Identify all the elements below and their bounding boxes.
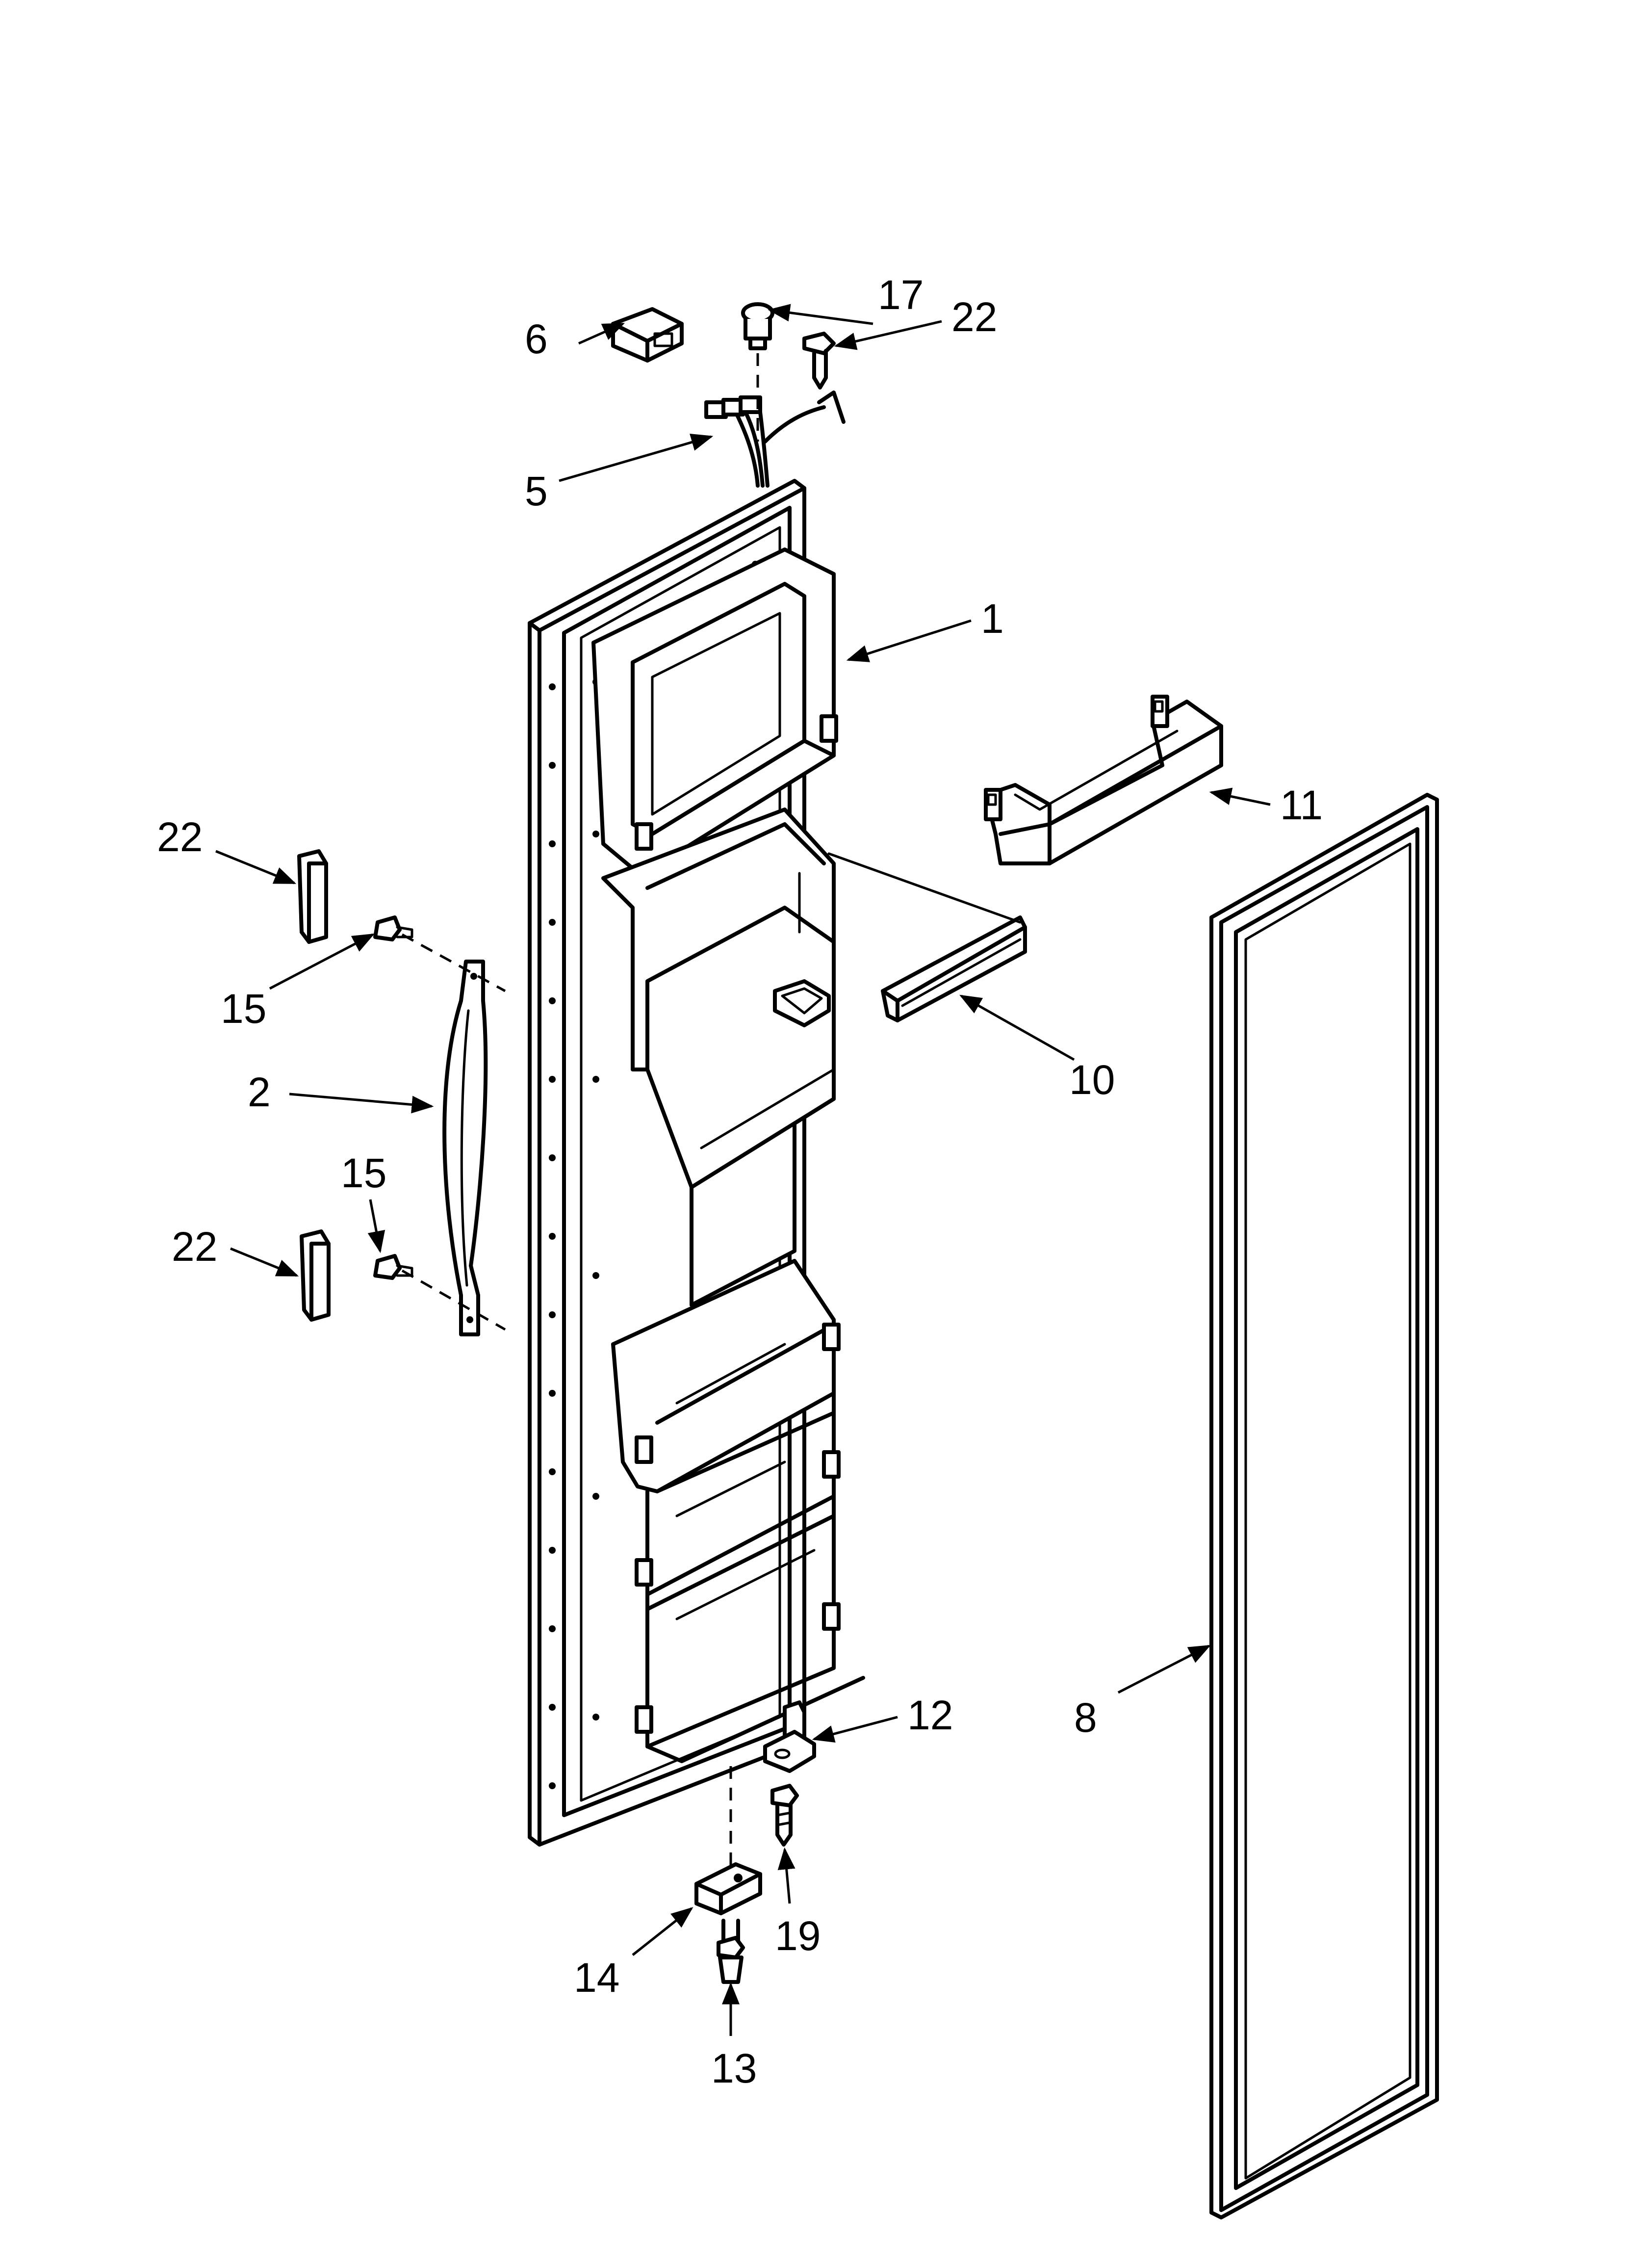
door-assembly <box>528 479 865 1847</box>
handle-mount-line-bottom <box>401 1269 506 1331</box>
lower-shelves <box>611 1259 865 1763</box>
callout-2: 2 <box>248 1069 271 1115</box>
callout-22-top: 22 <box>157 814 203 860</box>
callout-16: 17 <box>878 272 924 318</box>
callout-22-bottom: 22 <box>172 1224 217 1270</box>
dispenser-rail <box>827 852 1027 1022</box>
handle-mount-line-top <box>401 933 506 992</box>
leader-arrows <box>215 304 1271 2036</box>
callout-11: 11 <box>1280 782 1323 828</box>
callout-8: 8 <box>1074 1694 1097 1741</box>
callout-6: 6 <box>525 316 548 362</box>
callout-15-top: 15 <box>221 986 266 1032</box>
callout-14: 14 <box>574 1955 619 2001</box>
light-screw <box>802 332 836 390</box>
door-gasket <box>1209 793 1439 2219</box>
callout-10: 10 <box>1069 1057 1115 1103</box>
callout-17: 19 <box>775 1913 821 1959</box>
callout-15-bottom: 15 <box>341 1150 386 1196</box>
hinge-pin <box>763 1700 816 1773</box>
wire-harness <box>704 391 846 488</box>
callout-19: 22 <box>951 294 997 340</box>
callout-1: 1 <box>981 596 1004 642</box>
trim-piece-bottom <box>300 1229 331 1322</box>
handle-screw-bottom <box>373 1254 413 1280</box>
callout-labels: 17 22 6 5 1 11 10 22 15 2 15 22 8 12 19 … <box>157 272 1323 2091</box>
callout-13: 13 <box>711 2045 757 2091</box>
hinge-screw <box>770 1784 799 1847</box>
trim-piece-top <box>297 849 328 944</box>
bracket-screw <box>717 1919 745 1984</box>
bottom-bracket <box>694 1862 762 1915</box>
callout-12: 12 <box>907 1692 953 1738</box>
light-socket <box>741 302 774 442</box>
callout-5: 5 <box>525 468 548 514</box>
handle-screw-top <box>373 915 413 941</box>
door-bin <box>984 695 1223 865</box>
connector-block <box>611 307 684 363</box>
door-handle <box>442 960 488 1336</box>
